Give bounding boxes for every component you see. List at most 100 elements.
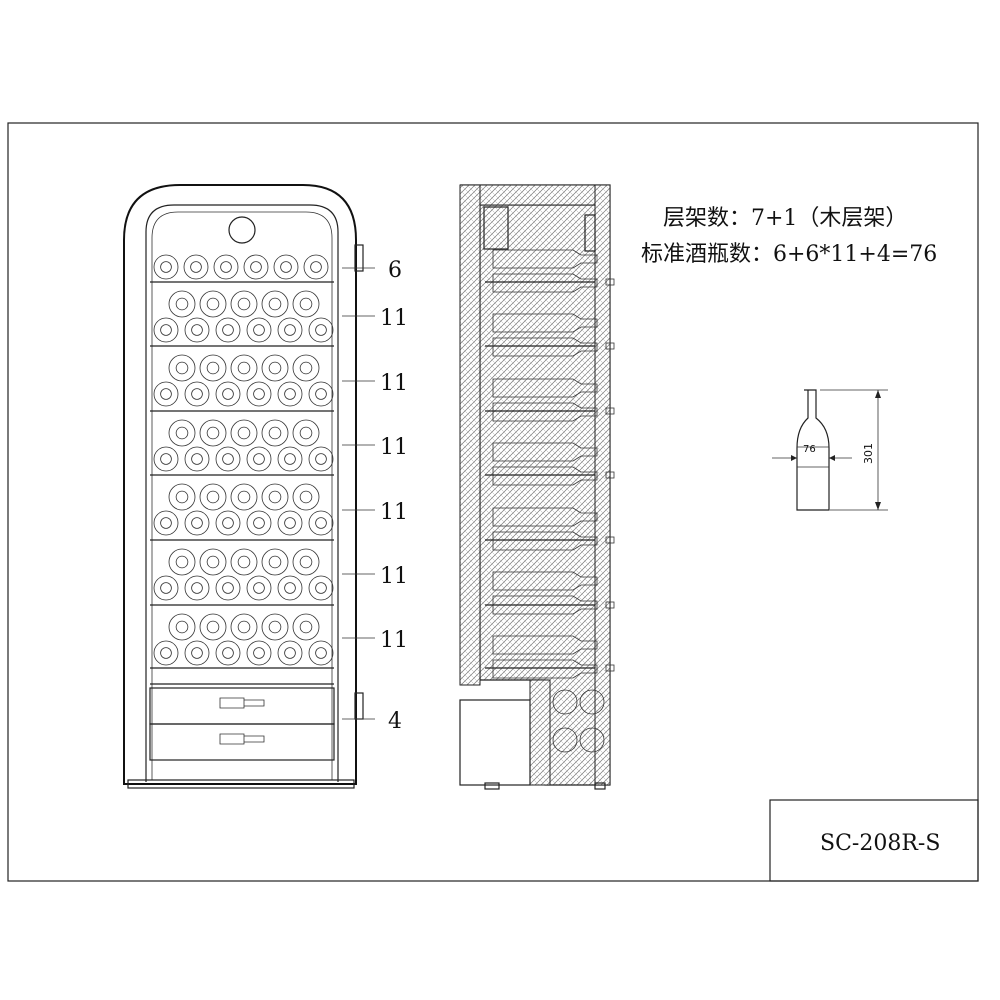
side-shelves [485,249,615,679]
bottle-mark [160,324,172,336]
title-block [769,799,979,882]
bottle-mark [160,261,172,273]
bottle-mark [191,647,203,659]
bottle-mark [237,555,251,569]
bottle-mark [310,261,322,273]
shelf-count-label: 11 [380,564,408,589]
bottle-mark [284,324,296,336]
bottle-dimension-drawing: 76 301 [772,389,888,511]
bottle-mark [237,620,251,634]
bottle-mark [284,388,296,400]
bottle-mark [268,426,282,440]
hinge-top [354,244,364,272]
shelf-spec-line: 层架数：7+1（木层架） [663,206,907,231]
bottle-mark [175,426,189,440]
bottle-diameter-label: 76 [803,444,816,455]
side-bottle [492,273,598,293]
bottle-mark [268,361,282,375]
bottle-mark [315,517,327,529]
bottle-mark [253,388,265,400]
bottle-mark [315,324,327,336]
bottle-mark [206,426,220,440]
bottle-mark [206,555,220,569]
bottle-mark [175,361,189,375]
drawer-lower [149,723,335,761]
shelf-count-label: 4 [388,709,402,734]
bottle-mark [284,582,296,594]
shelf-count-label: 11 [380,306,408,331]
bottle-mark [237,361,251,375]
bottle-mark [222,388,234,400]
bottle-mark [299,490,313,504]
bottle-mark [268,490,282,504]
bottle-mark [160,517,172,529]
fan-housing [483,206,509,250]
bottle-mark [237,426,251,440]
bottle-mark [299,426,313,440]
bottle-mark [160,388,172,400]
bottle-mark [206,490,220,504]
drawer-bottles [219,697,265,745]
bottle-mark [237,490,251,504]
bottle-mark [160,582,172,594]
shelf-count-label: 11 [380,500,408,525]
side-bottle [492,466,598,486]
bottle-mark [191,453,203,465]
bottle-mark [237,297,251,311]
bottle-mark [268,620,282,634]
bottle-mark [206,297,220,311]
foot [484,782,500,790]
control-panel-icon [584,214,596,252]
bottle-mark [250,261,262,273]
cabinet-outline [123,184,357,785]
side-bottle [492,659,598,679]
front-bottles [153,254,334,666]
shelf-count-callouts: 6 11 11 11 11 11 11 4 [342,258,408,734]
bottle-mark [175,297,189,311]
bottle-mark [191,582,203,594]
bottle-mark [190,261,202,273]
bottle-mark [253,517,265,529]
bottle-mark [299,297,313,311]
bottle-mark [315,582,327,594]
bottle-mark [268,555,282,569]
side-bottle [492,313,598,333]
bottle-mark [222,647,234,659]
shelf-count-label: 11 [380,371,408,396]
side-bottle [492,571,598,591]
bottle-mark [175,620,189,634]
bottle-mark [284,647,296,659]
bottle-mark [284,453,296,465]
bottle-mark [175,555,189,569]
foot [594,782,606,790]
bottle-mark [160,453,172,465]
bottle-mark [191,388,203,400]
bottle-mark [191,324,203,336]
side-lower-bottles [552,689,605,753]
bottle-mark [253,324,265,336]
bottle-mark [315,453,327,465]
bottle-mark [268,297,282,311]
bottle-mark [222,582,234,594]
bottle-mark [220,261,232,273]
fan-icon [228,216,256,244]
side-bottle [492,531,598,551]
side-bottle [492,402,598,422]
drawer-upper [149,687,335,725]
bottle-spec-line: 标准酒瓶数：6+6*11+4=76 [641,242,937,267]
bottle-mark [315,647,327,659]
front-shelves [150,281,334,685]
bottle-mark [299,555,313,569]
compressor-compartment [459,699,531,786]
side-bottle [492,337,598,357]
bottle-mark [253,453,265,465]
front-view [123,184,364,789]
bottle-mark [253,647,265,659]
bottle-icon [796,389,830,511]
model-number: SC-208R-S [820,831,940,856]
bottle-mark [222,453,234,465]
side-view [459,184,615,790]
bottle-mark [175,490,189,504]
shelf-count-label: 11 [380,435,408,460]
